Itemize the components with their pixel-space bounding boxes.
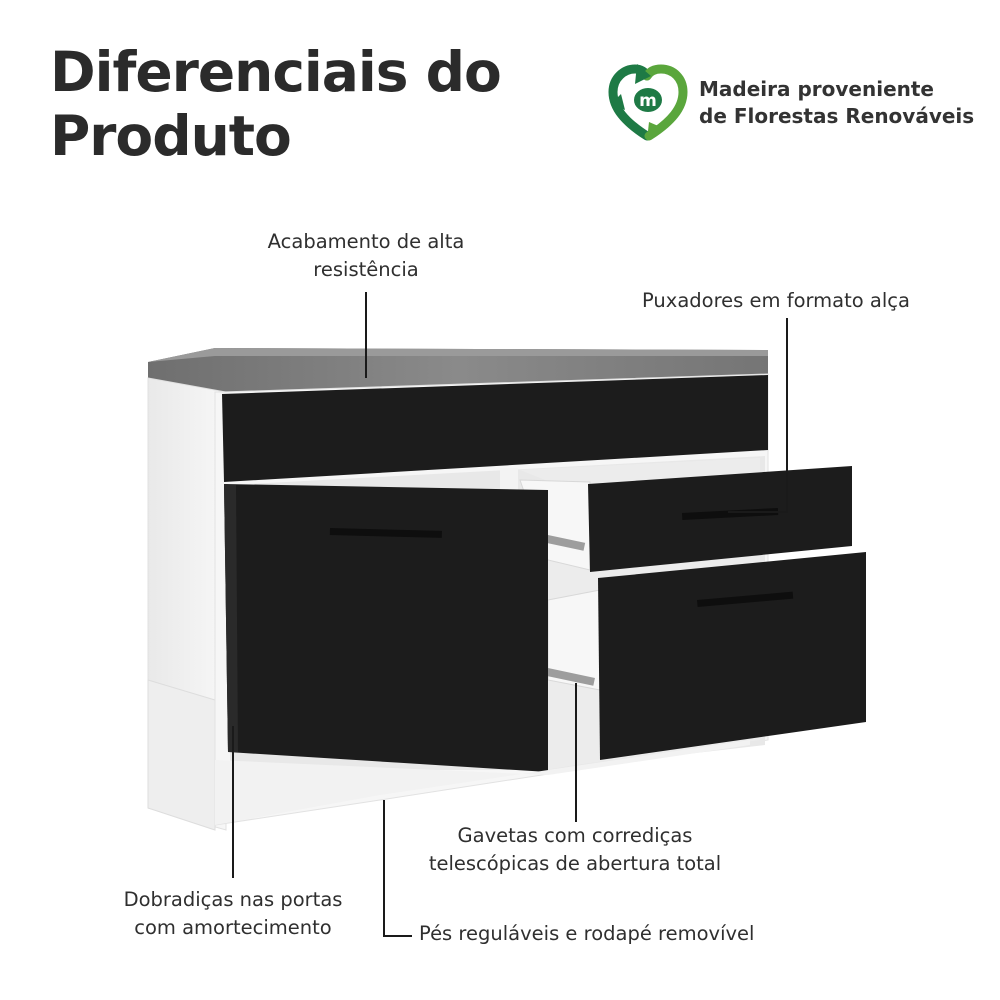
- door-handle: [329, 528, 442, 538]
- title-line-1: Diferenciais do: [50, 40, 502, 104]
- label-slides: Gavetas com corrediças telescópicas de a…: [428, 824, 722, 875]
- badge-line-2: de Florestas Renováveis: [699, 104, 975, 128]
- callout-line-feet: [383, 800, 412, 937]
- callout-line-handles: [728, 318, 788, 513]
- lower-drawer-handle: [696, 591, 794, 607]
- countertop: [148, 348, 768, 392]
- label-hinges: Dobradiças nas portas com amortecimento: [123, 888, 343, 939]
- drawer-slide-upper: [546, 534, 586, 551]
- badge-line-1: Madeira proveniente: [699, 77, 934, 101]
- upper-drawer-handle: [682, 507, 779, 520]
- label-feet: Pés reguláveis e rodapé removível: [419, 922, 755, 945]
- badge-text: Madeira proveniente de Florestas Renováv…: [699, 76, 974, 130]
- plinth: [215, 740, 750, 825]
- upper-drawer-front: [588, 466, 852, 572]
- recycle-leaf-m-icon: m: [608, 64, 688, 141]
- label-handles: Puxadores em formato alça: [642, 289, 910, 312]
- sustainability-badge: m Madeira proveniente de Florestas Renov…: [607, 64, 987, 144]
- lower-drawer-front: [598, 552, 866, 760]
- page-title: Diferenciais do Produto: [50, 40, 502, 168]
- top-drawer-front: [222, 375, 768, 482]
- label-finish: Acabamento de alta resistência: [267, 230, 465, 281]
- title-line-2: Produto: [50, 104, 292, 168]
- badge-icon-letter: m: [639, 91, 657, 111]
- drawer-slide-lower: [546, 667, 595, 686]
- open-door: [224, 484, 548, 772]
